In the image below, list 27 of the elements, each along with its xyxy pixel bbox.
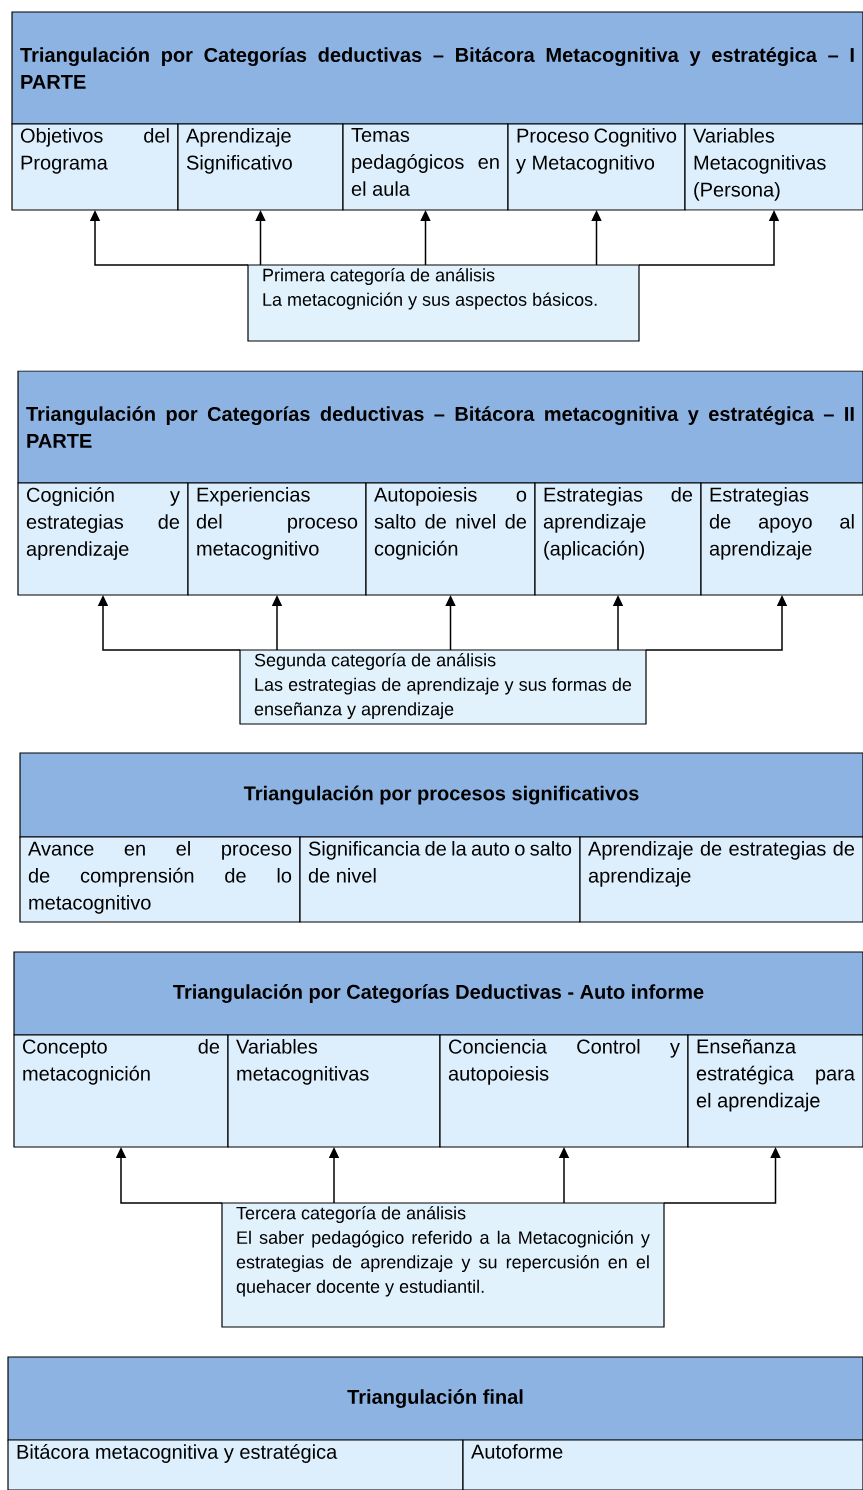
table-cell: Estrategias de apoyo al aprendizaje [700, 482, 863, 596]
table-cell: Avance en el proceso de comprensión de lo metacognitivo [19, 836, 301, 923]
table-header: Triangulación por procesos significativos [19, 752, 863, 838]
category-box: Tercera categoría de análisis El saber pedagógico referido a la Metacognición y estrategias de aprendizaje y su repercusión en el quehacer docente y estudiantil. [221, 1202, 665, 1328]
category-box: Primera categoría de análisis La metacognición y sus aspectos básicos. [247, 264, 640, 342]
table-cell: Conciencia Control y autopoiesis [439, 1034, 689, 1148]
table-cell: Autoforme [462, 1439, 863, 1490]
table-header: Triangulación final [7, 1356, 863, 1441]
table-cell: Enseñanza estratégica para el aprendizaje [687, 1034, 863, 1148]
table-cell: Significancia de la auto o salto de nivel [299, 836, 581, 923]
table-cell: Aprendizaje Significativo [177, 123, 344, 211]
table-cell: Cognición y estrategias de aprendizaje [17, 482, 189, 596]
table-cell: Concepto de metacognición [13, 1034, 229, 1148]
table-cell: Variables metacognitivas [227, 1034, 441, 1148]
table-cell: Experiencias del proceso metacognitivo [187, 482, 367, 596]
category-box: Segunda categoría de análisis Las estrategias de aprendizaje y sus formas de enseñanza y aprendizaje [239, 649, 647, 725]
table-cell: Bitácora metacognitiva y estratégica [7, 1439, 464, 1490]
table-cell: Autopoiesis o salto de nivel de cognición [365, 482, 536, 596]
table-cell: Variables Metacognitivas (Persona) [684, 123, 863, 211]
table-header: Triangulación por Categorías Deductivas - Auto informe [13, 951, 863, 1036]
table-cell: Proceso Cognitivo y Metacognitivo [507, 123, 686, 211]
table-header: Triangulación por Categorías deductivas – Bitácora Metacognitiva y estratégica – I PARTE [11, 11, 863, 125]
table-cell: Estrategias de aprendizaje (aplicación) [534, 482, 702, 596]
table-cell: Objetivos del Programa [11, 123, 179, 211]
table-cell: Temas pedagógicos en el aula [342, 123, 509, 211]
table-cell: Aprendizaje de estrategias de aprendizaje [579, 836, 863, 923]
table-header: Triangulación por Categorías deductivas – Bitácora metacognitiva y estratégica – II PARTE [17, 370, 863, 484]
